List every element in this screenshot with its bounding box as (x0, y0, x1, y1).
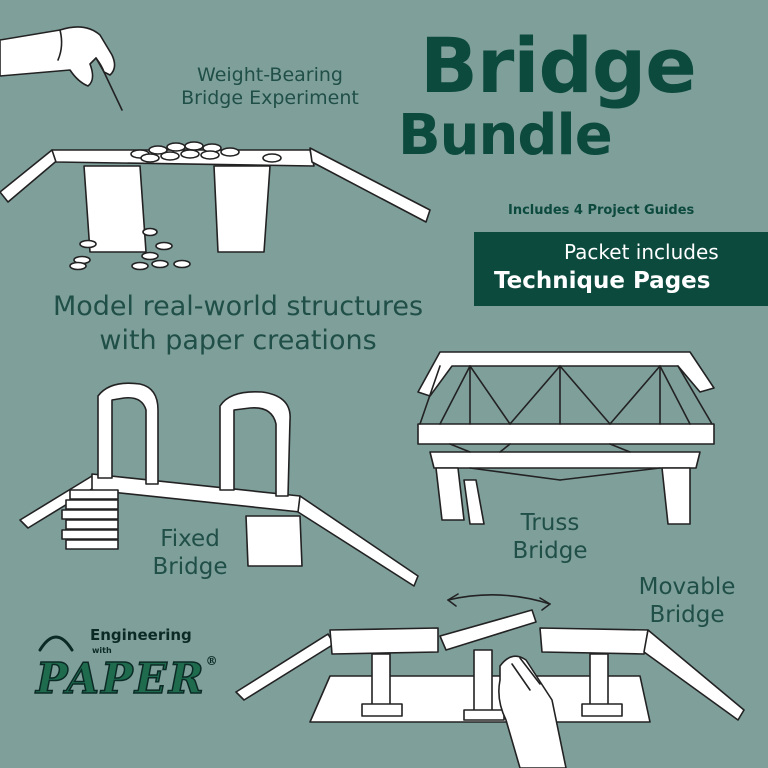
caption-movable-bridge: Movable Bridge (612, 574, 762, 629)
logo-engineering: Engineering (90, 626, 192, 644)
includes-text: Includes 4 Project Guides (508, 203, 695, 218)
technique-pages-banner: Packet includes Technique Pages (474, 232, 768, 306)
caption-weight-bearing: Weight-Bearing Bridge Experiment (140, 64, 400, 110)
caption-truss-bridge: Truss Bridge (490, 510, 610, 565)
caption-movable-line2: Bridge (649, 601, 725, 628)
banner-line2: Technique Pages (494, 268, 711, 294)
title-bridge: Bridge (420, 21, 697, 110)
caption-fixed-bridge: Fixed Bridge (130, 526, 250, 581)
movable-bridge-illustration (235, 593, 745, 768)
logo-paper-text: PAPER (35, 653, 206, 704)
title-bundle: Bundle (398, 103, 613, 168)
caption-movable-line1: Movable (638, 574, 736, 600)
logo-paper: PAPER® (35, 653, 220, 704)
banner-line1: Packet includes (564, 240, 719, 264)
logo-with: with (92, 646, 112, 655)
fixed-bridge-illustration (19, 382, 419, 587)
caption-truss-line2: Bridge (512, 537, 588, 564)
logo-registered-mark: ® (205, 654, 220, 668)
caption-model-line1: Model real-world structures (52, 291, 424, 322)
caption-weight-line2: Bridge Experiment (181, 86, 359, 109)
caption-fixed-line1: Fixed (160, 526, 220, 552)
caption-truss-line1: Truss (520, 510, 580, 536)
caption-model-line2: with paper creations (99, 324, 377, 356)
weight-bearing-bridge-illustration (0, 141, 431, 271)
hand-placing-coin-illustration (0, 26, 123, 111)
caption-model: Model real-world structures with paper c… (18, 290, 458, 358)
truss-bridge-illustration (417, 351, 715, 525)
logo-swoosh (38, 635, 74, 652)
caption-fixed-line2: Bridge (152, 553, 228, 580)
caption-weight-line1: Weight-Bearing (197, 64, 343, 86)
